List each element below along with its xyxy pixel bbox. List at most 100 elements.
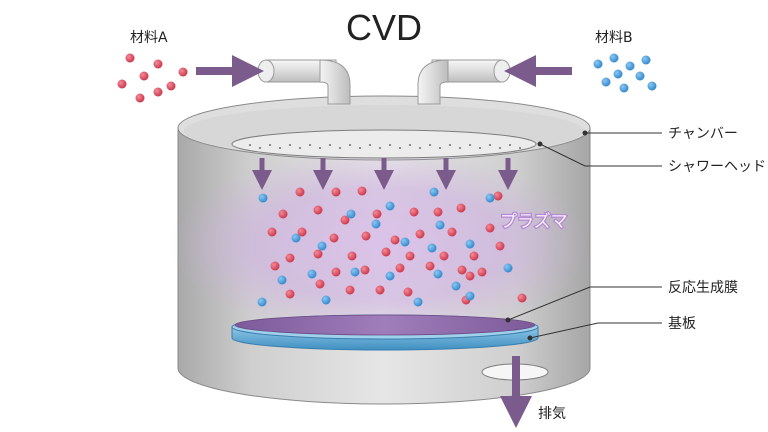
material-a-particle (403, 287, 413, 297)
shower-hole (509, 144, 511, 146)
material-b-particle (346, 209, 356, 219)
material-a-particle (405, 251, 415, 261)
material-a-particle (469, 251, 479, 261)
material-a-particle (267, 227, 277, 237)
material-a-particle (457, 265, 467, 275)
material-a-particle (135, 93, 145, 103)
material-b-particle (277, 275, 287, 285)
material-a-particle (409, 207, 419, 217)
material-a-particle (381, 247, 391, 257)
material-a-particle (270, 261, 280, 271)
material-a-particle (465, 271, 475, 281)
material-a-particle (425, 261, 435, 271)
material-b-particle (635, 71, 645, 81)
inlet-pipe-left (257, 59, 351, 105)
material-b-particle (350, 267, 360, 277)
shower-hole (259, 147, 261, 149)
material-b-particle (435, 220, 445, 230)
shower-hole (309, 144, 311, 146)
shower-hole (279, 147, 281, 149)
material-b-particle (641, 55, 651, 65)
material-a-particle (517, 293, 527, 303)
shower-hole (399, 147, 401, 149)
material-b-particle (465, 239, 475, 249)
shower-hole (249, 144, 251, 146)
material-b-particle (291, 233, 301, 243)
material-a-particle (340, 215, 350, 225)
material-a-particle (313, 249, 323, 259)
material-b-particle (485, 193, 495, 203)
material-a-particle (295, 187, 305, 197)
leader-lines (505, 130, 662, 341)
inlet-pipe-right (417, 59, 511, 105)
material-a-particle (139, 71, 149, 81)
label-exhaust: 排気 (538, 406, 566, 422)
shower-hole (459, 147, 461, 149)
shower-hole (359, 147, 361, 149)
shower-hole (289, 144, 291, 146)
material-a-particle (347, 251, 357, 261)
label-shower-head: シャワーヘッド (668, 159, 766, 175)
material-b-particle (601, 77, 611, 87)
shower-hole (519, 147, 521, 149)
material-a-particle (278, 209, 288, 219)
material-a-particle (361, 231, 371, 241)
material-b-particle (257, 297, 267, 307)
material-a-particle (331, 187, 341, 197)
shower-hole (269, 144, 271, 146)
material-a-particle (345, 285, 355, 295)
material-a-particle (125, 53, 135, 63)
material-a-particle (493, 191, 503, 201)
material-b-particle (371, 219, 381, 229)
plasma-glow (170, 150, 590, 340)
material-a-particle (357, 186, 367, 196)
material-b-particle (385, 271, 395, 281)
gas-flow-arrows (252, 158, 518, 190)
material-a-particle (166, 81, 176, 91)
material-a-particle (447, 227, 457, 237)
shower-hole (339, 147, 341, 149)
material-b-particle (433, 269, 443, 279)
shower-hole (329, 144, 331, 146)
shower-hole (369, 144, 371, 146)
shower-hole (379, 147, 381, 149)
shower-hole (429, 144, 431, 146)
material-b-particle (258, 193, 268, 203)
shower-hole (489, 144, 491, 146)
material-a-particle (313, 205, 323, 215)
shower-hole (479, 147, 481, 149)
label-plasma: プラズマ (500, 212, 568, 232)
material-b-particle (503, 263, 513, 273)
material-a-particle (315, 279, 325, 289)
particles (117, 53, 657, 307)
shower-hole (319, 147, 321, 149)
material-b-particle (613, 69, 623, 79)
material-b-particle (317, 241, 327, 251)
material-a-particle (285, 289, 295, 299)
label-reaction-film: 反応生成膜 (668, 280, 738, 296)
material-b-particle (307, 269, 317, 279)
label-material-a: 材料A (130, 30, 168, 46)
material-b-particle (400, 237, 410, 247)
material-a-particle (153, 59, 163, 69)
material-a-particle (329, 233, 339, 243)
material-b-particle (465, 291, 475, 301)
shower-hole (449, 144, 451, 146)
material-a-particle (439, 251, 449, 261)
shower-hole (499, 147, 501, 149)
material-b-particle (625, 61, 635, 71)
material-b-particle (609, 53, 619, 63)
material-b-particle (619, 83, 629, 93)
material-a-particle (297, 227, 307, 237)
shower-hole (409, 144, 411, 146)
material-b-particle (451, 281, 461, 291)
label-material-b: 材料B (595, 30, 633, 46)
shower-hole (469, 144, 471, 146)
material-b-particle (385, 201, 395, 211)
shower-hole (419, 147, 421, 149)
shower-hole (299, 147, 301, 149)
label-substrate: 基板 (668, 315, 696, 332)
label-chamber: チャンバー (668, 126, 738, 142)
material-a-particle (153, 87, 163, 97)
